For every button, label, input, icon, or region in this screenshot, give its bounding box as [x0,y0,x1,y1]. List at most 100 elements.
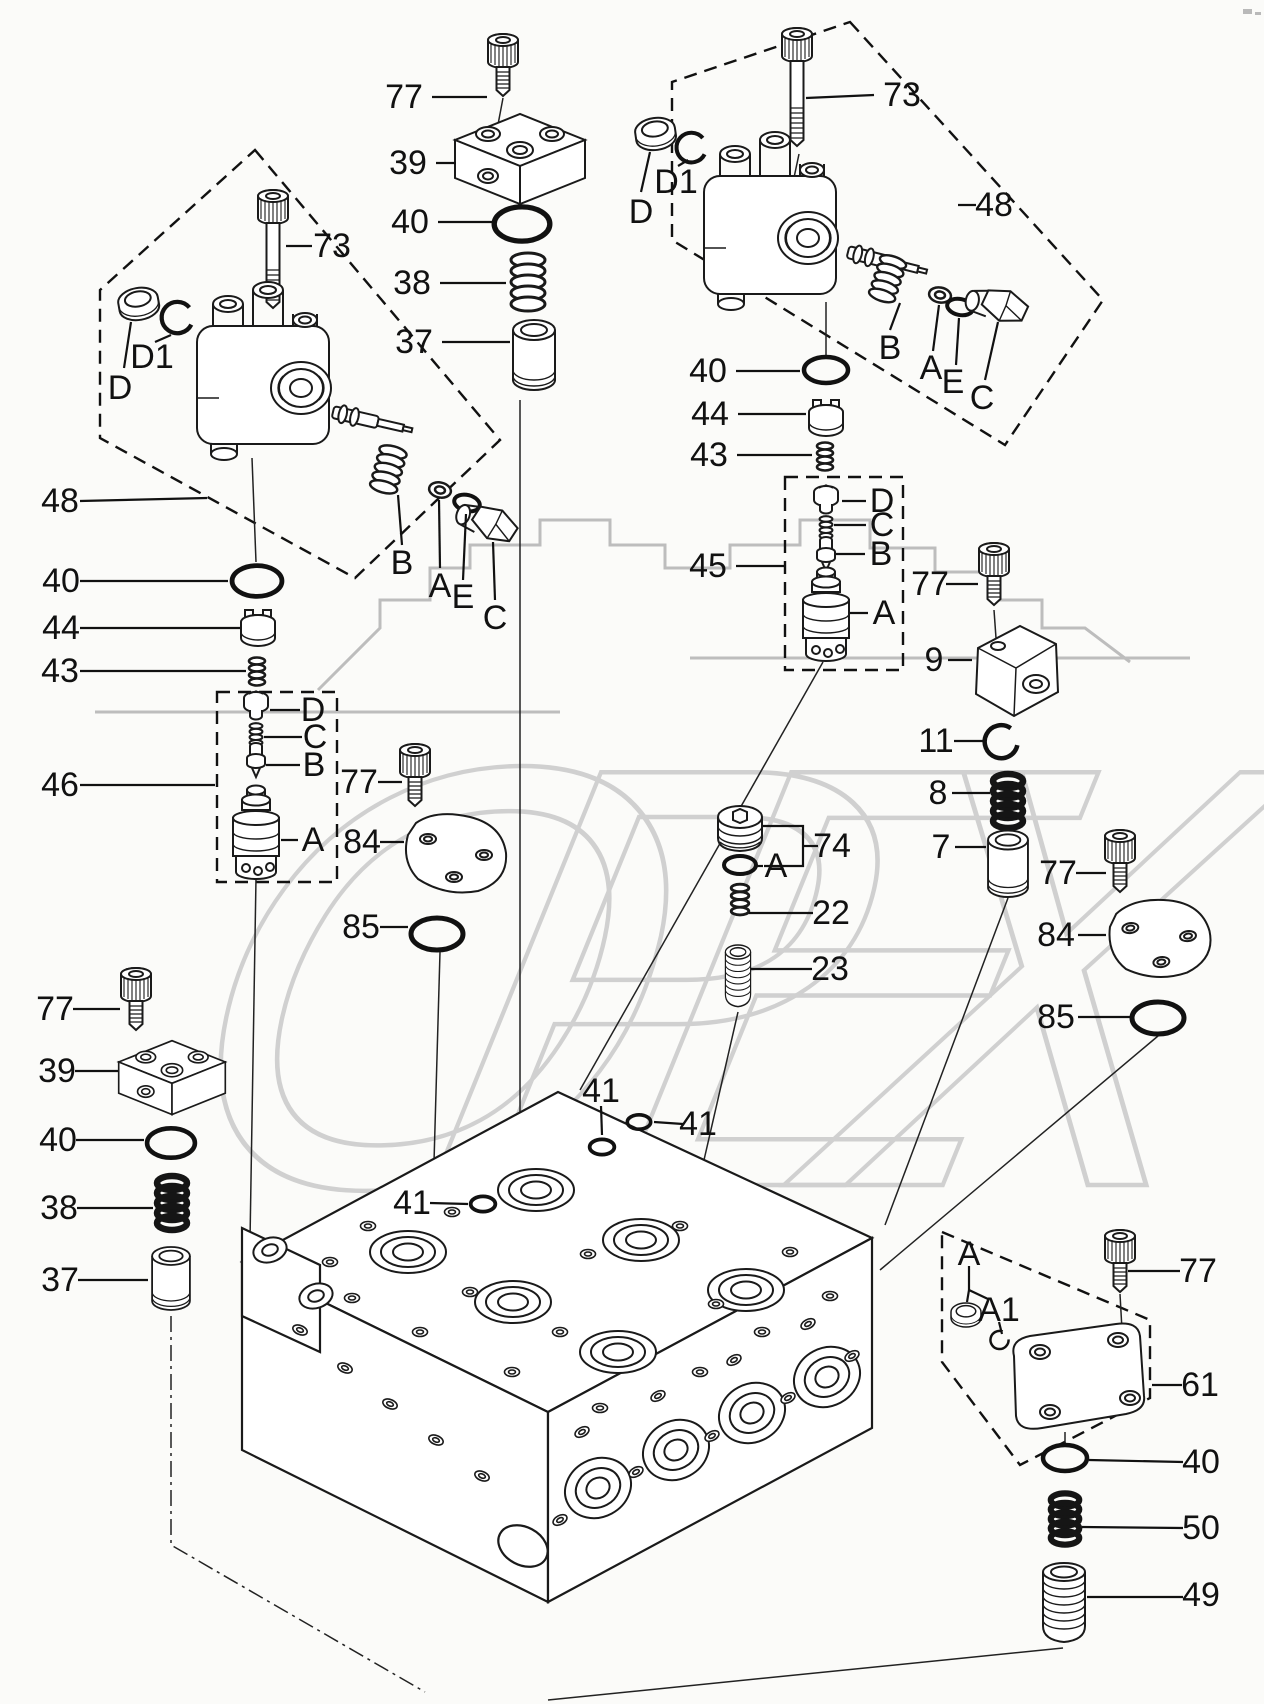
callout-41: 41 [679,1105,717,1143]
callout-D: D [301,691,326,729]
chain-40-44-43-45 [802,357,850,662]
spring-50 [1051,1493,1080,1544]
callout-40: 40 [689,352,727,390]
callout-C: C [483,599,508,637]
callout-37: 37 [395,323,433,361]
callout-49: 49 [1182,1576,1220,1614]
callout-D1: D1 [130,338,173,376]
callout-44: 44 [691,395,729,433]
o-ring-40-left [232,566,282,597]
manifold-side-bore [497,1524,549,1568]
assembly-9-column [974,542,1060,898]
assembly-84-right [1104,829,1217,1034]
callout-D: D [629,193,654,231]
leader-line-C [983,321,1000,381]
pilot-valve-body-right [703,131,839,311]
leader-line-73 [805,93,875,100]
leader-line-A [437,499,442,569]
socket-bolt-77-far-right [1104,829,1136,893]
corner-smudge [1243,9,1261,15]
callout-B: B [879,329,902,367]
callout-77: 77 [36,990,74,1028]
callout-40: 40 [1182,1443,1220,1481]
o-ring-40-right [804,357,848,383]
threaded-plug-49 [1042,1562,1086,1643]
callout-E: E [942,363,965,401]
callout-48: 48 [975,186,1013,224]
callout-84: 84 [343,823,381,861]
leader-line-D [122,321,133,369]
hex-plug-C-right [962,282,1032,327]
cover-block-9 [974,624,1060,718]
part-C-45 [818,515,834,540]
o-ring-A-74 [722,854,758,876]
plug-37-top-center [512,319,556,391]
spring-43-left [247,656,267,687]
cover-84-center [404,813,508,894]
leader-line-A1 [997,1321,1004,1335]
leader-line-41 [653,1120,684,1126]
callout-77: 77 [1039,854,1077,892]
leader-line-B [888,302,902,331]
leader-line-D [639,151,652,193]
callout-22: 22 [812,894,850,932]
spring-43-right [815,441,835,472]
callout-C: C [870,506,895,544]
hex-plug-C-left [451,496,523,548]
cover-block-39-top-center [454,113,586,205]
threaded-plug-23 [724,944,752,1008]
poppet-44-left [240,609,276,647]
callout-50: 50 [1182,1509,1220,1547]
callout-9: 9 [925,641,944,679]
poppet-44-right [808,399,844,437]
assembly-box-45 [783,475,905,672]
callout-A: A [429,567,452,605]
callout-77: 77 [1179,1252,1217,1290]
callout-C: C [970,379,995,417]
socket-bolt-77-top-center [487,33,519,97]
o-ring-40-bottom-right [1043,1445,1087,1471]
callout-A: A [920,349,943,387]
cover-84-right [1104,891,1217,986]
plug-D-left [115,283,163,325]
assembly-box-48-right [670,20,1105,447]
callout-45: 45 [689,547,727,585]
callout-77: 77 [911,565,949,603]
plug-7 [987,829,1029,898]
washer-A-left [426,479,454,501]
callout-73: 73 [313,227,351,265]
callout-8: 8 [929,774,948,812]
leader-line-A [931,304,941,352]
callout-84: 84 [1037,916,1075,954]
leader-line-40 [1088,1458,1184,1464]
callout-A: A [302,821,325,859]
callout-44: 44 [42,609,80,647]
assembly-box-61 [940,1230,1152,1467]
assembly-box-48-left [98,148,502,580]
leader-line-D1 [154,333,172,344]
leader-line-48 [79,496,208,503]
plug-37-lower-left [151,1246,191,1311]
bracket-74 [762,824,805,868]
callout-7: 7 [932,828,951,866]
leader-line-B [396,494,404,546]
callout-A: A [958,1235,981,1273]
callout-77: 77 [385,78,423,116]
callout-E: E [452,578,475,616]
part-B-45 [816,536,836,572]
callout-D1: D1 [654,163,697,201]
callout-23: 23 [811,950,849,988]
callout-61: 61 [1181,1366,1219,1404]
callout-D: D [870,482,895,520]
callout-B: B [303,746,326,784]
callout-77: 77 [340,763,378,801]
callout-A1: A1 [978,1291,1020,1329]
callout-B: B [870,535,893,573]
leader-line-E [954,317,961,366]
cartridge-A-45 [802,566,850,662]
snap-ring-A1-61 [985,1326,1013,1354]
leader-line-A [968,1289,989,1300]
socket-bolt-77-lower-left [120,967,152,1031]
socket-bolt-77-9 [978,542,1010,606]
